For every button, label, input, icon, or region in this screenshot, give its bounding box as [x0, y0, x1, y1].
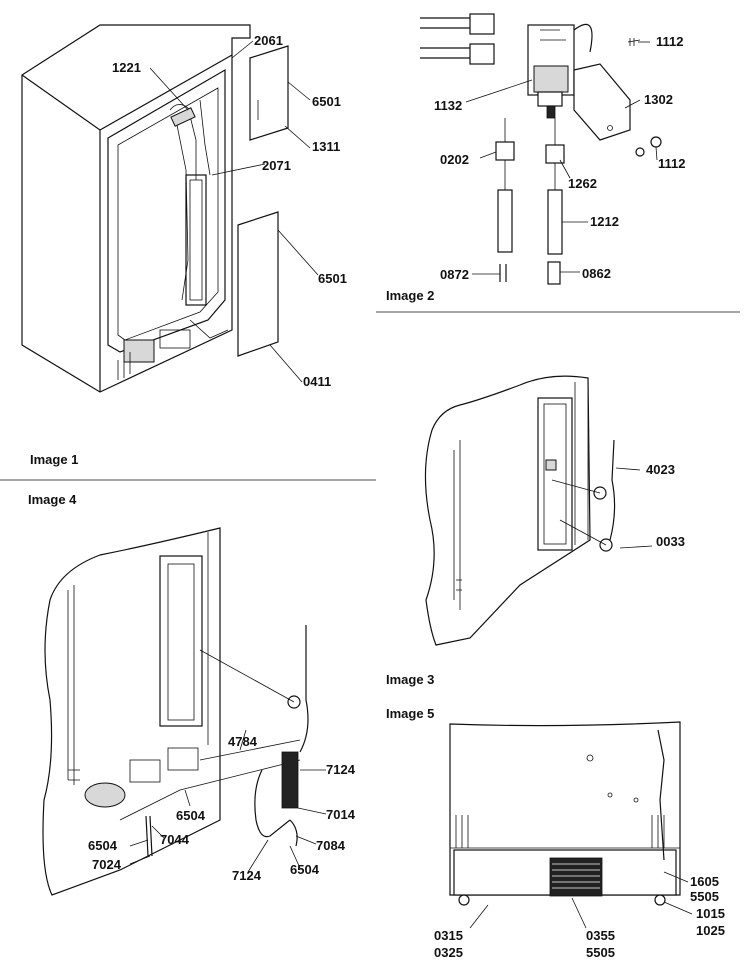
img5-label-5505-bottom: 5505 — [586, 945, 615, 960]
img2-label-1112-bottom: 1112 — [658, 156, 686, 171]
img1-label-2071: 2071 — [262, 158, 291, 173]
img4-label-7084: 7084 — [316, 838, 346, 853]
img4-label-7044: 7044 — [160, 832, 190, 847]
caption-image-3: Image 3 — [386, 672, 434, 687]
img5-label-1015: 1015 — [696, 906, 725, 921]
img1-label-1221: 1221 — [112, 60, 141, 75]
img4-label-6504-left: 6504 — [88, 838, 118, 853]
image2-drawing — [420, 13, 662, 285]
img3-label-4023: 4023 — [646, 462, 675, 477]
image1-drawing — [21, 24, 319, 393]
caption-image-1: Image 1 — [30, 452, 78, 467]
img4-label-7124-right: 7124 — [326, 762, 356, 777]
img1-label-1311: 1311 — [312, 139, 340, 154]
img5-label-1025: 1025 — [696, 923, 725, 938]
img2-label-0202: 0202 — [440, 152, 469, 167]
img5-label-0355: 0355 — [586, 928, 615, 943]
img2-label-1112-top: 1112 — [656, 34, 684, 49]
img3-label-0033: 0033 — [656, 534, 685, 549]
caption-image-5: Image 5 — [386, 706, 434, 721]
image5-drawing — [449, 721, 693, 929]
img2-label-1132: 1132 — [434, 98, 462, 113]
caption-image-4: Image 4 — [28, 492, 77, 507]
img5-label-0315: 0315 — [434, 928, 463, 943]
img1-label-6501-top: 6501 — [312, 94, 341, 109]
img4-label-6504-bottom: 6504 — [290, 862, 320, 877]
image4-drawing — [42, 527, 327, 896]
img4-label-7124-bottom: 7124 — [232, 868, 262, 883]
img4-label-7024: 7024 — [92, 857, 122, 872]
img1-label-6501-side: 6501 — [318, 271, 347, 286]
img4-label-6504-center: 6504 — [176, 808, 206, 823]
img2-label-0862: 0862 — [582, 266, 611, 281]
img1-label-2061: 2061 — [254, 33, 283, 48]
img4-label-4784: 4784 — [228, 734, 258, 749]
img5-label-0325: 0325 — [434, 945, 463, 960]
img5-label-5505-right: 5505 — [690, 889, 719, 904]
img5-label-1605: 1605 — [690, 874, 719, 889]
caption-image-2: Image 2 — [386, 288, 434, 303]
img4-label-7014: 7014 — [326, 807, 356, 822]
img1-label-0411: 0411 — [303, 374, 331, 389]
img2-label-0872: 0872 — [440, 267, 469, 282]
img2-label-1262: 1262 — [568, 176, 597, 191]
img2-label-1212: 1212 — [590, 214, 619, 229]
image3-drawing — [424, 375, 653, 646]
img2-label-1302: 1302 — [644, 92, 673, 107]
